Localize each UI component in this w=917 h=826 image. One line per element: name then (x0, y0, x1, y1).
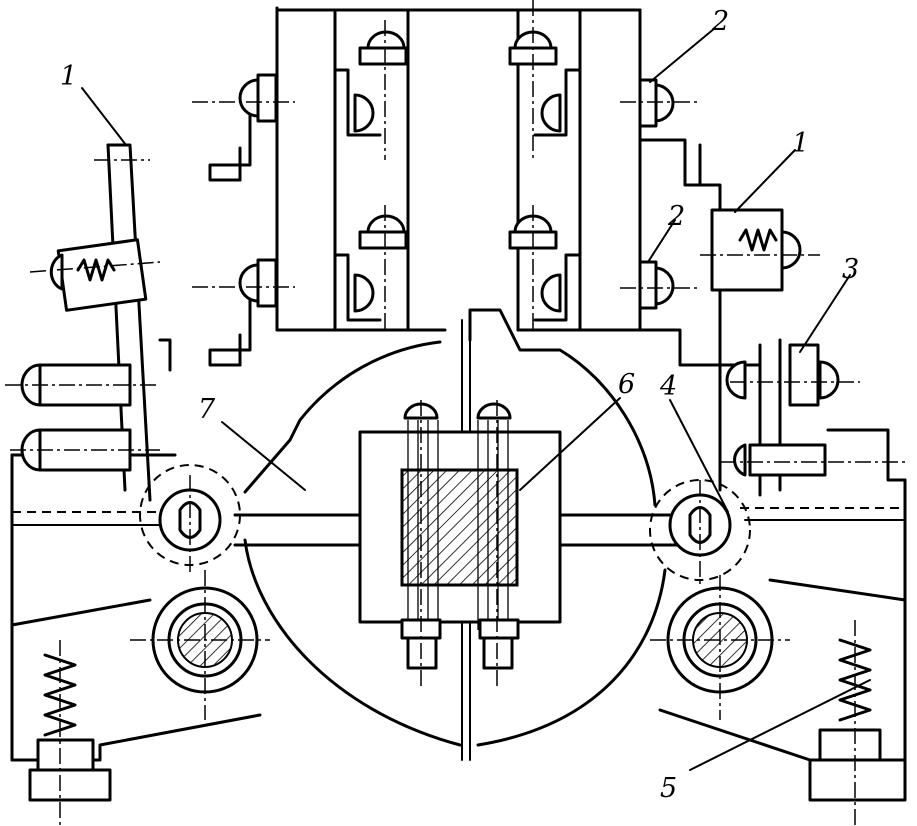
label-1-left: 1 (60, 61, 77, 92)
label-4: 4 (659, 371, 677, 402)
left-brackets (192, 73, 295, 367)
right-brackets (620, 78, 905, 497)
label-3: 3 (842, 254, 859, 285)
left-lever (10, 464, 270, 826)
label-7: 7 (198, 394, 216, 425)
label-2-mid: 2 (667, 201, 685, 232)
part-labels: 1 1 2 2 3 4 5 6 7 (60, 6, 859, 804)
label-1-right: 1 (792, 128, 809, 159)
leader-lines (81, 27, 871, 771)
top-frame (275, 0, 642, 332)
central-block (358, 400, 562, 690)
label-6: 6 (618, 369, 635, 400)
label-2-top: 2 (711, 6, 729, 37)
left-contact (5, 143, 172, 502)
label-5: 5 (660, 773, 677, 804)
right-lever (649, 479, 907, 826)
